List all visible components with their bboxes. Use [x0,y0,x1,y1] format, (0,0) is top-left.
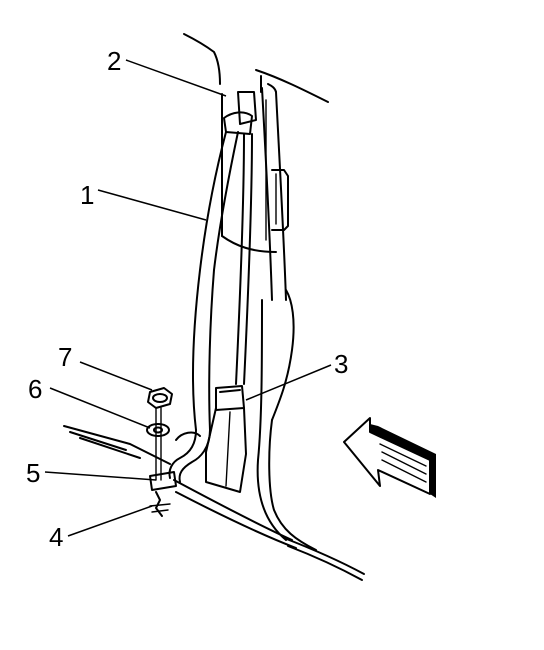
callout-1: 1 [80,180,94,210]
callout-7: 7 [58,342,72,372]
callout-5: 5 [26,458,40,488]
callout-3: 3 [334,349,348,379]
anchor-hardware [146,387,177,517]
leader-lines [44,59,332,537]
callout-labels: 1 2 3 4 5 6 7 [26,46,348,552]
callout-6: 6 [28,374,42,404]
view-direction-arrow [343,417,436,498]
door-sill [63,425,365,581]
seat-belt-webbing [168,91,257,483]
roof-outline [183,33,329,103]
callout-2: 2 [107,46,121,76]
callout-4: 4 [49,522,63,552]
b-pillar [221,83,317,551]
retractor [205,385,247,493]
